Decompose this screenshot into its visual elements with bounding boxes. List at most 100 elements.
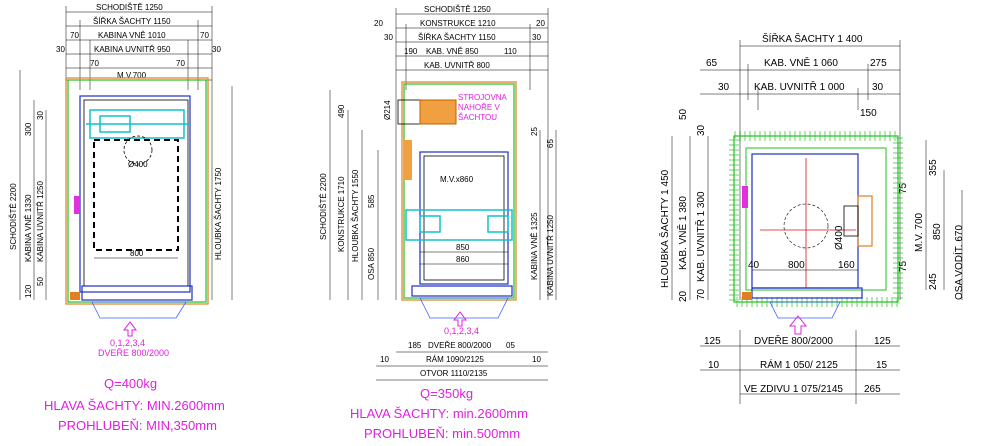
d3-dim-70: 70 <box>696 288 707 300</box>
d1-dim-70a: 70 <box>70 31 79 40</box>
d2-dim-10b: 10 <box>532 355 541 364</box>
d2-prohlubne: PROHLUBEŇ: min.500mm <box>364 426 520 441</box>
d2-d214: Ø214 <box>383 100 392 120</box>
d1-d800: 800 <box>130 249 144 258</box>
d3-dim-65: 65 <box>706 58 718 69</box>
d1-mv: M.V.700 <box>117 71 147 80</box>
drawing-2: SCHODIŠTĚ 1250 KONSTRUKCE 1210 ŠÍŘKA ŠAC… <box>319 5 557 441</box>
d2-q: Q=350kg <box>420 386 473 401</box>
d3-dim-75a: 75 <box>898 182 909 194</box>
d1-sirka-sachty: ŠÍŘKA ŠACHTY 1150 <box>93 17 171 26</box>
d2-kabina-uvnitr-side: KABINA UVNITŘ 1250 <box>546 215 555 296</box>
d3-kab-uvnitr-side: KAB. UVNITŘ 1 300 <box>694 191 707 282</box>
d2-schodiste-top: SCHODIŠTĚ 1250 <box>424 5 491 14</box>
d3-d800: 800 <box>788 260 805 271</box>
d1-dim-70b: 70 <box>200 31 209 40</box>
d3-dvere: DVEŘE 800/2000 <box>754 334 833 347</box>
d2-d850: 850 <box>456 243 470 252</box>
d2-dim-30a: 30 <box>384 33 393 42</box>
d3-dim-265: 265 <box>864 384 881 395</box>
d2-strojovna-2: NAHOŘE V <box>458 103 500 112</box>
d1-dim-70d: 70 <box>176 59 185 68</box>
d1-stations: 0,1,2,3,4 <box>110 338 145 348</box>
d2-sirka-sachty: ŠÍŘKA ŠACHTY 1150 <box>418 33 496 42</box>
d3-dim-355: 355 <box>928 159 939 176</box>
d3-dim-20: 20 <box>678 290 689 302</box>
d1-dim-300: 300 <box>24 122 33 136</box>
d2-d860: 860 <box>456 255 470 264</box>
d2-osa: OSA 850 <box>367 247 376 280</box>
d2-dim-185: 185 <box>408 341 422 350</box>
d3-dim-15: 15 <box>876 360 888 371</box>
d2-kab-uvnitr: KAB. UVNITŘ 800 <box>424 61 490 70</box>
d3-dim-125a: 125 <box>704 336 721 347</box>
d3-zdivo: VE ZDIVU 1 075/2145 <box>744 384 843 395</box>
d1-prohlubne: PROHLUBEŇ: MIN,350mm <box>58 418 217 433</box>
d3-dim-10: 10 <box>708 360 720 371</box>
d2-dim-585: 585 <box>367 194 376 208</box>
d1-dim-50: 50 <box>36 277 45 286</box>
d3-d400: Ø400 <box>834 225 845 250</box>
d3-dim-30c: 30 <box>696 124 707 136</box>
d1-kabina-vne: KABINA VNĚ 1010 <box>98 31 166 40</box>
drawing-1: SCHODIŠTĚ 1250 ŠÍŘKA ŠACHTY 1150 KABINA … <box>9 3 233 433</box>
drawing-3: ŠÍŘKA ŠACHTY 1 400 KAB. VNĚ 1 060 KAB. U… <box>658 32 965 404</box>
d2-stations: 0,1,2,3,4 <box>444 326 479 336</box>
d2-hlava: HLAVA ŠACHTY: min.2600mm <box>350 406 528 421</box>
d3-kab-uvnitr: KAB. UVNITŘ 1 000 <box>754 80 845 93</box>
d3-kab-vne-side: KAB. VNĚ 1 380 <box>676 196 689 270</box>
d2-dim-30b: 30 <box>532 33 541 42</box>
d3-kab-vne: KAB. VNĚ 1 060 <box>764 56 838 69</box>
d2-schodiste-side: SCHODIŠTĚ 2200 <box>319 173 328 240</box>
d2-konstrukce: KONSTRUKCE 1210 <box>420 19 496 28</box>
d1-dim-30b: 30 <box>212 45 221 54</box>
d3-dim-850: 850 <box>932 223 943 240</box>
d3-hloubka: HLOUBKA ŠACHTY 1 450 <box>658 169 671 288</box>
d1-dim-120: 120 <box>24 284 33 298</box>
d1-kabina-uvnitr-side: KABINA UVNITŘ 1250 <box>36 181 45 262</box>
d2-kabina-vne-side: KABINA VNĚ 1325 <box>530 212 539 280</box>
d3-dim-245: 245 <box>928 273 939 290</box>
d2-otvor: OTVOR 1110/2135 <box>420 369 488 378</box>
d2-hloubka: HLOUBKA ŠACHTY 1550 <box>351 169 360 262</box>
d2-strojovna-3: ŠACHTOU <box>458 113 497 122</box>
d1-kabina-vne-side: KABINA VNĚ 1330 <box>24 194 33 262</box>
d1-hlava: HLAVA ŠACHTY: MIN.2600mm <box>44 398 225 413</box>
d3-ram: RÁM 1 050/ 2125 <box>760 358 838 371</box>
d1-dim-30a: 30 <box>56 45 65 54</box>
d3-dim-50: 50 <box>678 108 689 120</box>
d2-dvere: DVEŘE 800/2000 <box>428 341 492 350</box>
d1-hloubka: HLOUBKA ŠACHTY 1750 <box>214 167 223 260</box>
d2-dim-25: 25 <box>530 127 539 136</box>
d2-strojovna-1: STROJOVNA <box>458 93 508 102</box>
d3-dim-75b: 75 <box>898 260 909 272</box>
d2-dim-20b: 20 <box>536 19 545 28</box>
d1-kabina-uvnitr: KABINA UVNITŘ 950 <box>94 45 171 54</box>
d2-dim-10a: 10 <box>380 355 389 364</box>
d3-dim-150: 150 <box>860 108 877 119</box>
d2-dim-110: 110 <box>504 47 517 56</box>
d3-dim-160: 160 <box>838 260 855 271</box>
d2-konstrukce-side: KONSTRUKCE 1710 <box>337 176 346 252</box>
d3-mv: M.V. 700 <box>914 212 925 252</box>
d2-dim-190: 190 <box>404 47 418 56</box>
d3-dim-30b: 30 <box>872 82 884 93</box>
d3-osa: OSA VODÍT. 670 <box>952 225 965 300</box>
d2-dim-490: 490 <box>337 104 346 118</box>
d2-mv: M.V.x860 <box>440 175 474 184</box>
d2-dim-05: 05 <box>506 341 515 350</box>
d1-q: Q=400kg <box>104 376 157 391</box>
d1-dvere: DVEŘE 800/2000 <box>98 348 169 358</box>
d3-dim-40: 40 <box>748 260 760 271</box>
d1-dim-30c: 30 <box>36 111 45 120</box>
d1-schodiste-side: SCHODIŠTĚ 2200 <box>9 183 18 250</box>
d1-schodiste-top: SCHODIŠTĚ 1250 <box>96 3 163 12</box>
d3-dim-275: 275 <box>870 58 887 69</box>
d1-d400: Ø400 <box>128 160 148 169</box>
d2-dim-65: 65 <box>546 139 555 148</box>
d3-dim-30a: 30 <box>718 82 730 93</box>
d2-ram: RÁM 1090/2125 <box>426 355 484 364</box>
d1-dim-70c: 70 <box>90 59 99 68</box>
d2-kab-vne: KAB. VNĚ 850 <box>426 47 479 56</box>
